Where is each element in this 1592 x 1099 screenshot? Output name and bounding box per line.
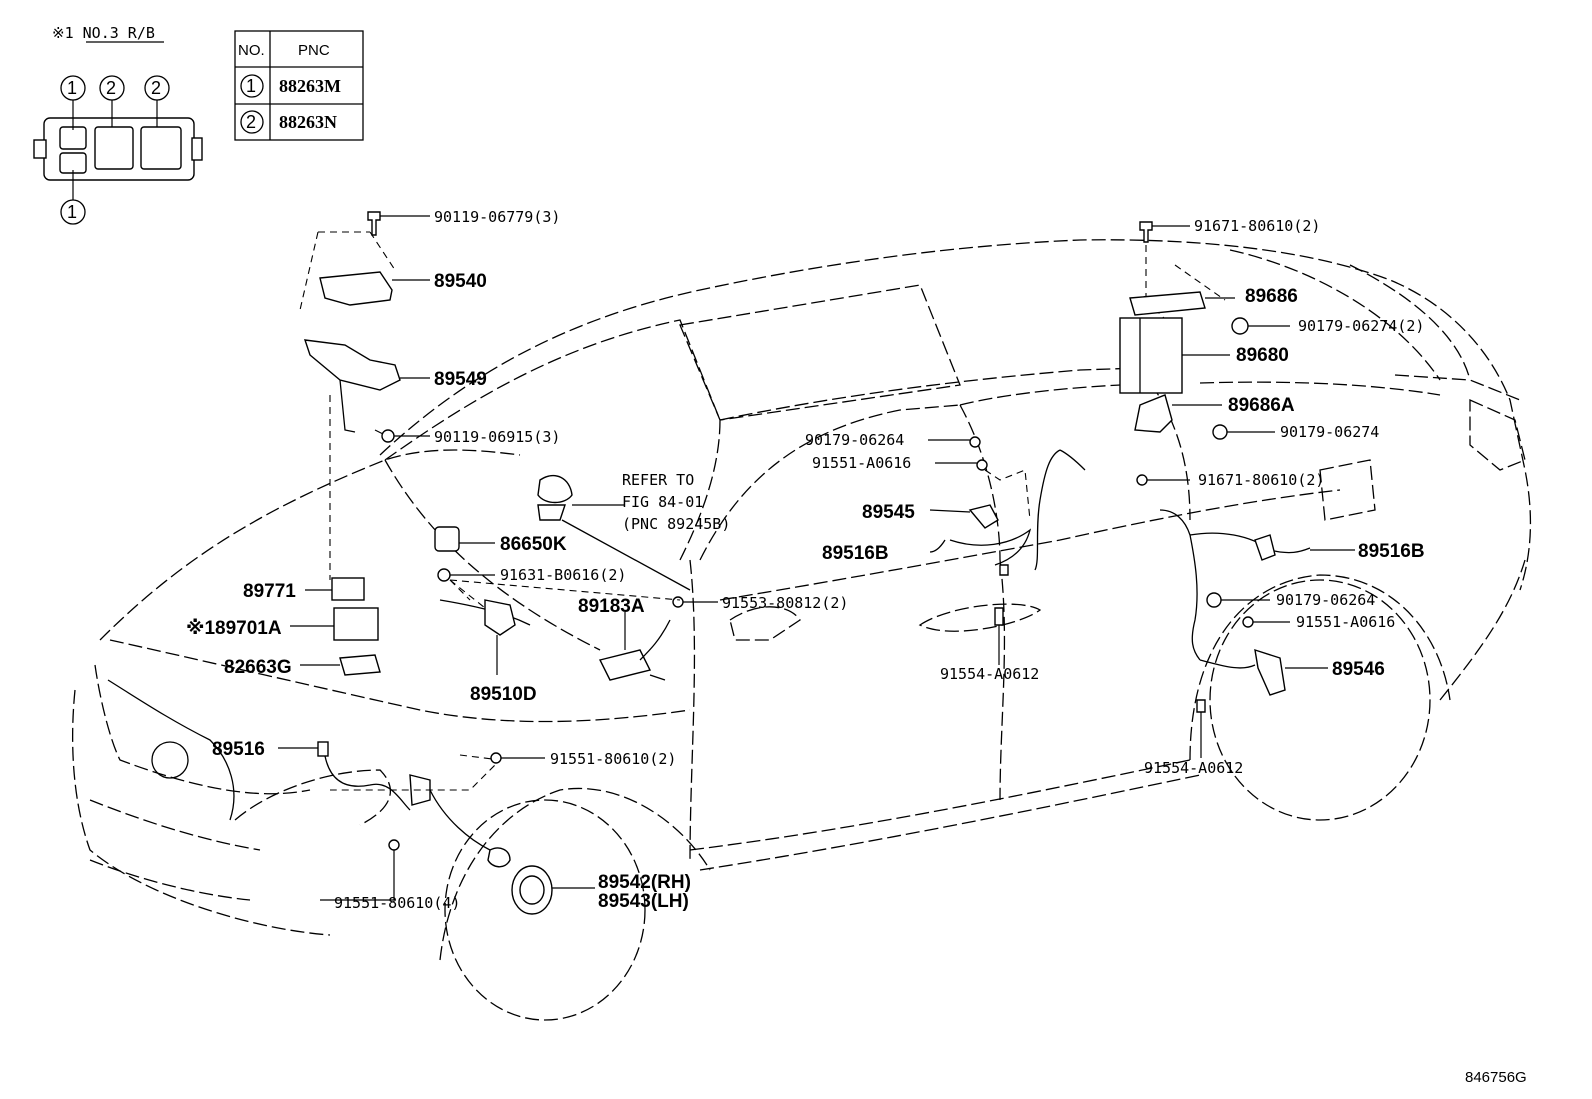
label-89542: 89542(RH) bbox=[598, 872, 691, 893]
label-89546: 89546 bbox=[1332, 659, 1385, 680]
label-89549: 89549 bbox=[434, 369, 487, 390]
relay-callout-1-top: 1 bbox=[67, 78, 77, 98]
front-sensor-parts bbox=[278, 741, 595, 915]
rear-harness bbox=[1159, 509, 1355, 758]
table-row-1-pnc: 88263M bbox=[279, 76, 341, 96]
label-91671-80610-bot: 91671-80610(2) bbox=[1198, 471, 1324, 489]
label-90179-06264-a: 90179-06264 bbox=[805, 431, 904, 449]
label-91551-80610-4: 91551-80610(4) bbox=[334, 894, 460, 912]
label-91554-A0612-b: 91554-A0612 bbox=[1144, 759, 1243, 777]
label-89680: 89680 bbox=[1236, 345, 1289, 366]
label-91551-A0616-b: 91551-A0616 bbox=[1296, 613, 1395, 631]
sensor-group-left bbox=[299, 211, 430, 580]
table-header-no: NO. bbox=[238, 42, 265, 59]
relay-callout-2-left: 2 bbox=[106, 78, 116, 98]
refer-line-3: (PNC 89245B) bbox=[622, 515, 730, 533]
label-86650K: 86650K bbox=[500, 534, 567, 555]
relay-block-note: ※1 NO.3 R/B bbox=[52, 24, 155, 42]
table-row-2-no: 2 bbox=[246, 112, 256, 132]
label-89516B-b: 89516B bbox=[1358, 541, 1425, 562]
label-89701A: ※189701A bbox=[186, 618, 282, 639]
label-91671-80610-top: 91671-80610(2) bbox=[1194, 217, 1320, 235]
relay-block-no3: ※1 NO.3 R/B 1 2 2 1 bbox=[33, 24, 203, 225]
label-89516: 89516 bbox=[212, 739, 265, 760]
table-row-2-pnc: 88263N bbox=[279, 112, 337, 132]
pnc-table: NO. PNC 1 2 88263M 88263N bbox=[234, 30, 364, 141]
label-91554-A0612-a: 91554-A0612 bbox=[940, 665, 1039, 683]
label-82663G: 82663G bbox=[224, 657, 292, 678]
label-91551-80610-2: 91551-80610(2) bbox=[550, 750, 676, 768]
table-row-1-no: 1 bbox=[246, 76, 256, 96]
refer-line-2: FIG 84-01 bbox=[622, 493, 703, 511]
label-91551-A0616-a: 91551-A0616 bbox=[812, 454, 911, 472]
label-89510D: 89510D bbox=[470, 684, 537, 705]
label-90179-06274: 90179-06274 bbox=[1280, 423, 1379, 441]
label-91631-B0616: 91631-B0616(2) bbox=[500, 566, 626, 584]
label-89686A: 89686A bbox=[1228, 395, 1295, 416]
car-body-outline bbox=[71, 239, 1532, 1021]
refer-line-1: REFER TO bbox=[622, 471, 694, 489]
label-89686: 89686 bbox=[1245, 286, 1298, 307]
relay-callout-1-bottom: 1 bbox=[67, 202, 77, 222]
relay-callout-2-right: 2 bbox=[151, 78, 161, 98]
part-labels: 90119-06779(3) 89540 89549 90119-06915(3… bbox=[186, 208, 1527, 1086]
label-89540: 89540 bbox=[434, 271, 487, 292]
table-header-pnc: PNC bbox=[298, 42, 330, 59]
label-90119-06779: 90119-06779(3) bbox=[434, 208, 560, 226]
center-parts bbox=[290, 475, 718, 681]
ecu-group-right bbox=[1119, 221, 1290, 486]
figure-code: 846756G bbox=[1465, 1069, 1527, 1086]
label-89516B-a: 89516B bbox=[822, 543, 889, 564]
label-91553-80812: 91553-80812(2) bbox=[722, 594, 848, 612]
label-89771: 89771 bbox=[243, 581, 296, 602]
label-90179-06264-b: 90179-06264 bbox=[1276, 591, 1375, 609]
label-89545: 89545 bbox=[862, 502, 915, 523]
label-89543: 89543(LH) bbox=[598, 891, 689, 912]
label-90119-06915: 90119-06915(3) bbox=[434, 428, 560, 446]
label-90179-06274-2: 90179-06274(2) bbox=[1298, 317, 1424, 335]
label-89183A: 89183A bbox=[578, 596, 645, 617]
middle-harness bbox=[928, 436, 1086, 665]
